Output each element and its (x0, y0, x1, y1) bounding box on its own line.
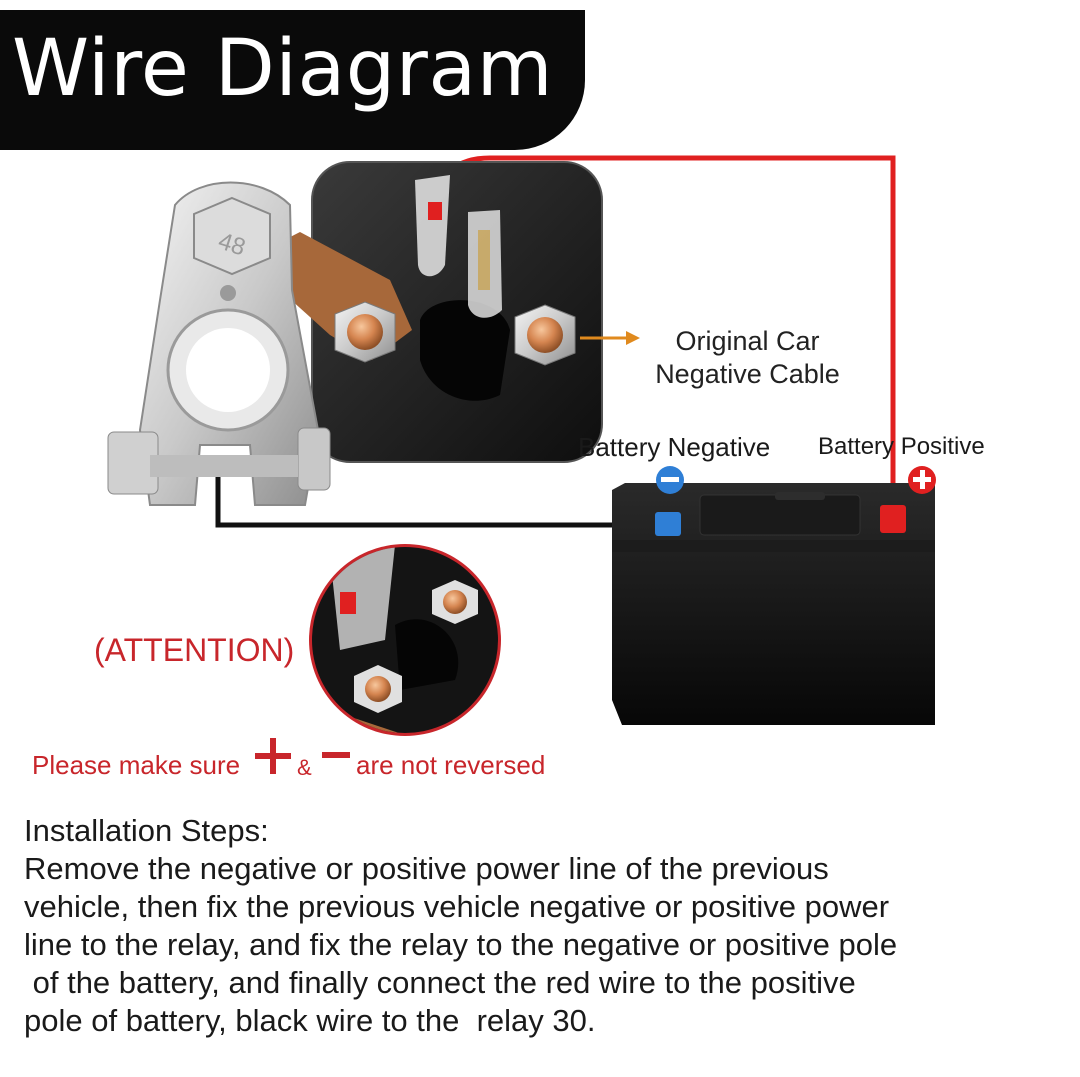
plus-symbol-icon (255, 738, 291, 774)
steps-heading: Installation Steps: (24, 813, 269, 848)
relay (311, 161, 603, 463)
steps-line: of the battery, and finally connect the … (24, 965, 856, 1000)
battery-negative-label: Battery Negative (578, 432, 771, 462)
minus-symbol-icon (322, 752, 350, 758)
original-car-negative-cable-label: Original Car Negative Cable (645, 325, 850, 391)
steps-line: Remove the negative or positive power li… (24, 851, 829, 886)
black-wire (215, 470, 630, 528)
attention-heading: (ATTENTION) (94, 632, 295, 668)
battery-positive-label: Battery Positive (818, 433, 985, 460)
negative-terminal (655, 512, 681, 536)
steps-line: vehicle, then fix the previous vehicle n… (24, 889, 890, 924)
relay-terminal-right (514, 304, 576, 366)
pointer-arrow (580, 331, 640, 345)
warning-prefix: Please make sure (32, 750, 241, 780)
relay-terminal-left (334, 301, 396, 363)
original-car-label-line2: Negative Cable (655, 359, 840, 389)
installation-steps: Installation Steps: Remove the negative … (24, 812, 1064, 1040)
battery (612, 483, 935, 725)
steps-line: line to the relay, and fix the relay to … (24, 927, 898, 962)
attention-photo (309, 544, 501, 736)
positive-marker-icon (908, 466, 936, 494)
original-car-label-line1: Original Car (675, 326, 820, 356)
warning-suffix: are not reversed (356, 750, 546, 780)
positive-terminal (880, 505, 906, 533)
title-banner: Wire Diagram (0, 10, 585, 150)
steps-line: pole of battery, black wire to the relay… (24, 1003, 596, 1038)
warning-ampersand: & (297, 755, 312, 780)
diagram-title: Wire Diagram (12, 24, 554, 114)
battery-clamp (107, 181, 331, 506)
negative-marker-icon (656, 466, 684, 494)
